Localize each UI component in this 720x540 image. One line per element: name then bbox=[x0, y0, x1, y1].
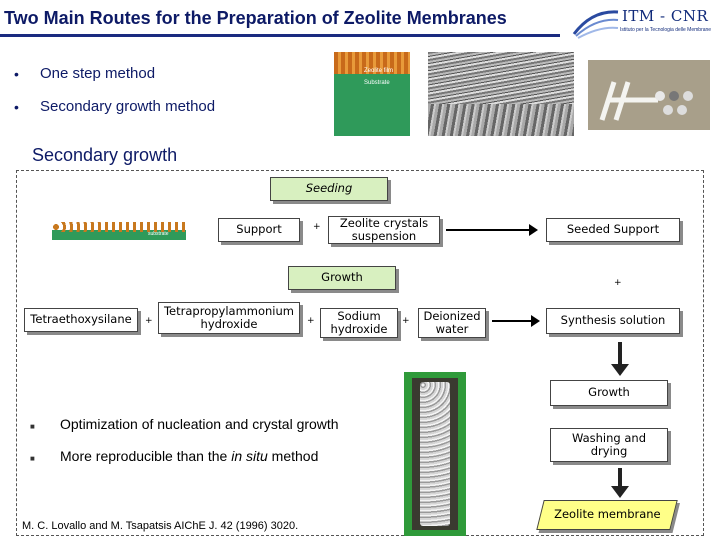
zeolite-membrane-label: Zeolite membrane bbox=[553, 507, 661, 522]
itm-cnr-logo: ITM - CNR Istituto per la Tecnologia del… bbox=[572, 4, 718, 40]
plus-sign: + bbox=[307, 316, 315, 326]
page-title: Two Main Routes for the Preparation of Z… bbox=[4, 8, 507, 28]
support-substrate-label: substrate bbox=[148, 231, 169, 237]
arrow-down-icon bbox=[611, 468, 629, 498]
process-diagram-frame bbox=[16, 170, 704, 536]
sem-substrate-region bbox=[428, 104, 574, 136]
bullet-dot: • bbox=[14, 66, 19, 82]
zeolite-tube bbox=[420, 382, 450, 526]
advantage-text: More reproducible than the bbox=[60, 448, 232, 464]
zeolite-suspension-box: Zeolite crystals suspension bbox=[328, 216, 440, 244]
route-one-step: One step method bbox=[40, 65, 156, 82]
membrane-photo-image bbox=[588, 60, 710, 130]
membrane-tubes-icon bbox=[599, 81, 693, 121]
growth-header: Growth bbox=[288, 266, 396, 290]
logo-wave-icon bbox=[572, 10, 619, 39]
logo-text: ITM - CNR bbox=[622, 7, 709, 25]
deionized-water-box: Deionized water bbox=[418, 308, 486, 338]
bullet-dot: • bbox=[14, 99, 19, 115]
arrow-right-icon bbox=[446, 224, 538, 236]
support-substrate-bar bbox=[52, 230, 186, 240]
arrow-down-icon bbox=[611, 342, 629, 376]
seed-crystals-layer bbox=[52, 222, 186, 232]
logo-subtext: Istituto per la Tecnologia delle Membran… bbox=[620, 27, 712, 33]
advantage-reproducible: More reproducible than the in situ metho… bbox=[60, 448, 318, 464]
tpa-hydroxide-box: Tetrapropylammonium hydroxide bbox=[158, 302, 300, 334]
bullet-square: ■ bbox=[30, 422, 35, 431]
zeolite-film-layer bbox=[334, 52, 410, 74]
film-schematic-image: Zeolite film Substrate bbox=[334, 52, 410, 136]
route-secondary-growth: Secondary growth method bbox=[40, 98, 216, 115]
advantage-italic: in situ bbox=[231, 448, 268, 464]
zeolite-membrane-box: Zeolite membrane bbox=[536, 500, 678, 530]
plus-sign: + bbox=[313, 222, 321, 232]
seeding-header: Seeding bbox=[270, 177, 388, 201]
plus-sign: + bbox=[402, 316, 410, 326]
sodium-hydroxide-box: Sodium hydroxide bbox=[320, 308, 398, 338]
membrane-tube-photo bbox=[404, 372, 466, 536]
arrow-right-icon bbox=[492, 315, 540, 327]
support-image: substrate bbox=[52, 214, 186, 240]
citation: M. C. Lovallo and M. Tsapatsis AIChE J. … bbox=[22, 520, 299, 532]
sem-micrograph-image bbox=[428, 52, 574, 136]
tetraethoxysilane-box: Tetraethoxysilane bbox=[24, 308, 138, 332]
support-box: Support bbox=[218, 218, 300, 242]
zeolite-film-label: Zeolite film bbox=[364, 68, 394, 74]
bullet-square: ■ bbox=[30, 454, 35, 463]
washing-drying-box: Washing and drying bbox=[550, 428, 668, 462]
plus-sign: + bbox=[145, 316, 153, 326]
advantage-text: method bbox=[267, 448, 319, 464]
substrate-label: Substrate bbox=[364, 80, 390, 86]
plus-sign: + bbox=[614, 278, 622, 288]
section-title: Secondary growth bbox=[32, 145, 178, 165]
synthesis-solution-box: Synthesis solution bbox=[546, 308, 680, 334]
growth-step-box: Growth bbox=[550, 380, 668, 406]
title-underline bbox=[0, 34, 560, 37]
advantage-nucleation: Optimization of nucleation and crystal g… bbox=[60, 416, 339, 432]
seeded-support-box: Seeded Support bbox=[546, 218, 680, 242]
